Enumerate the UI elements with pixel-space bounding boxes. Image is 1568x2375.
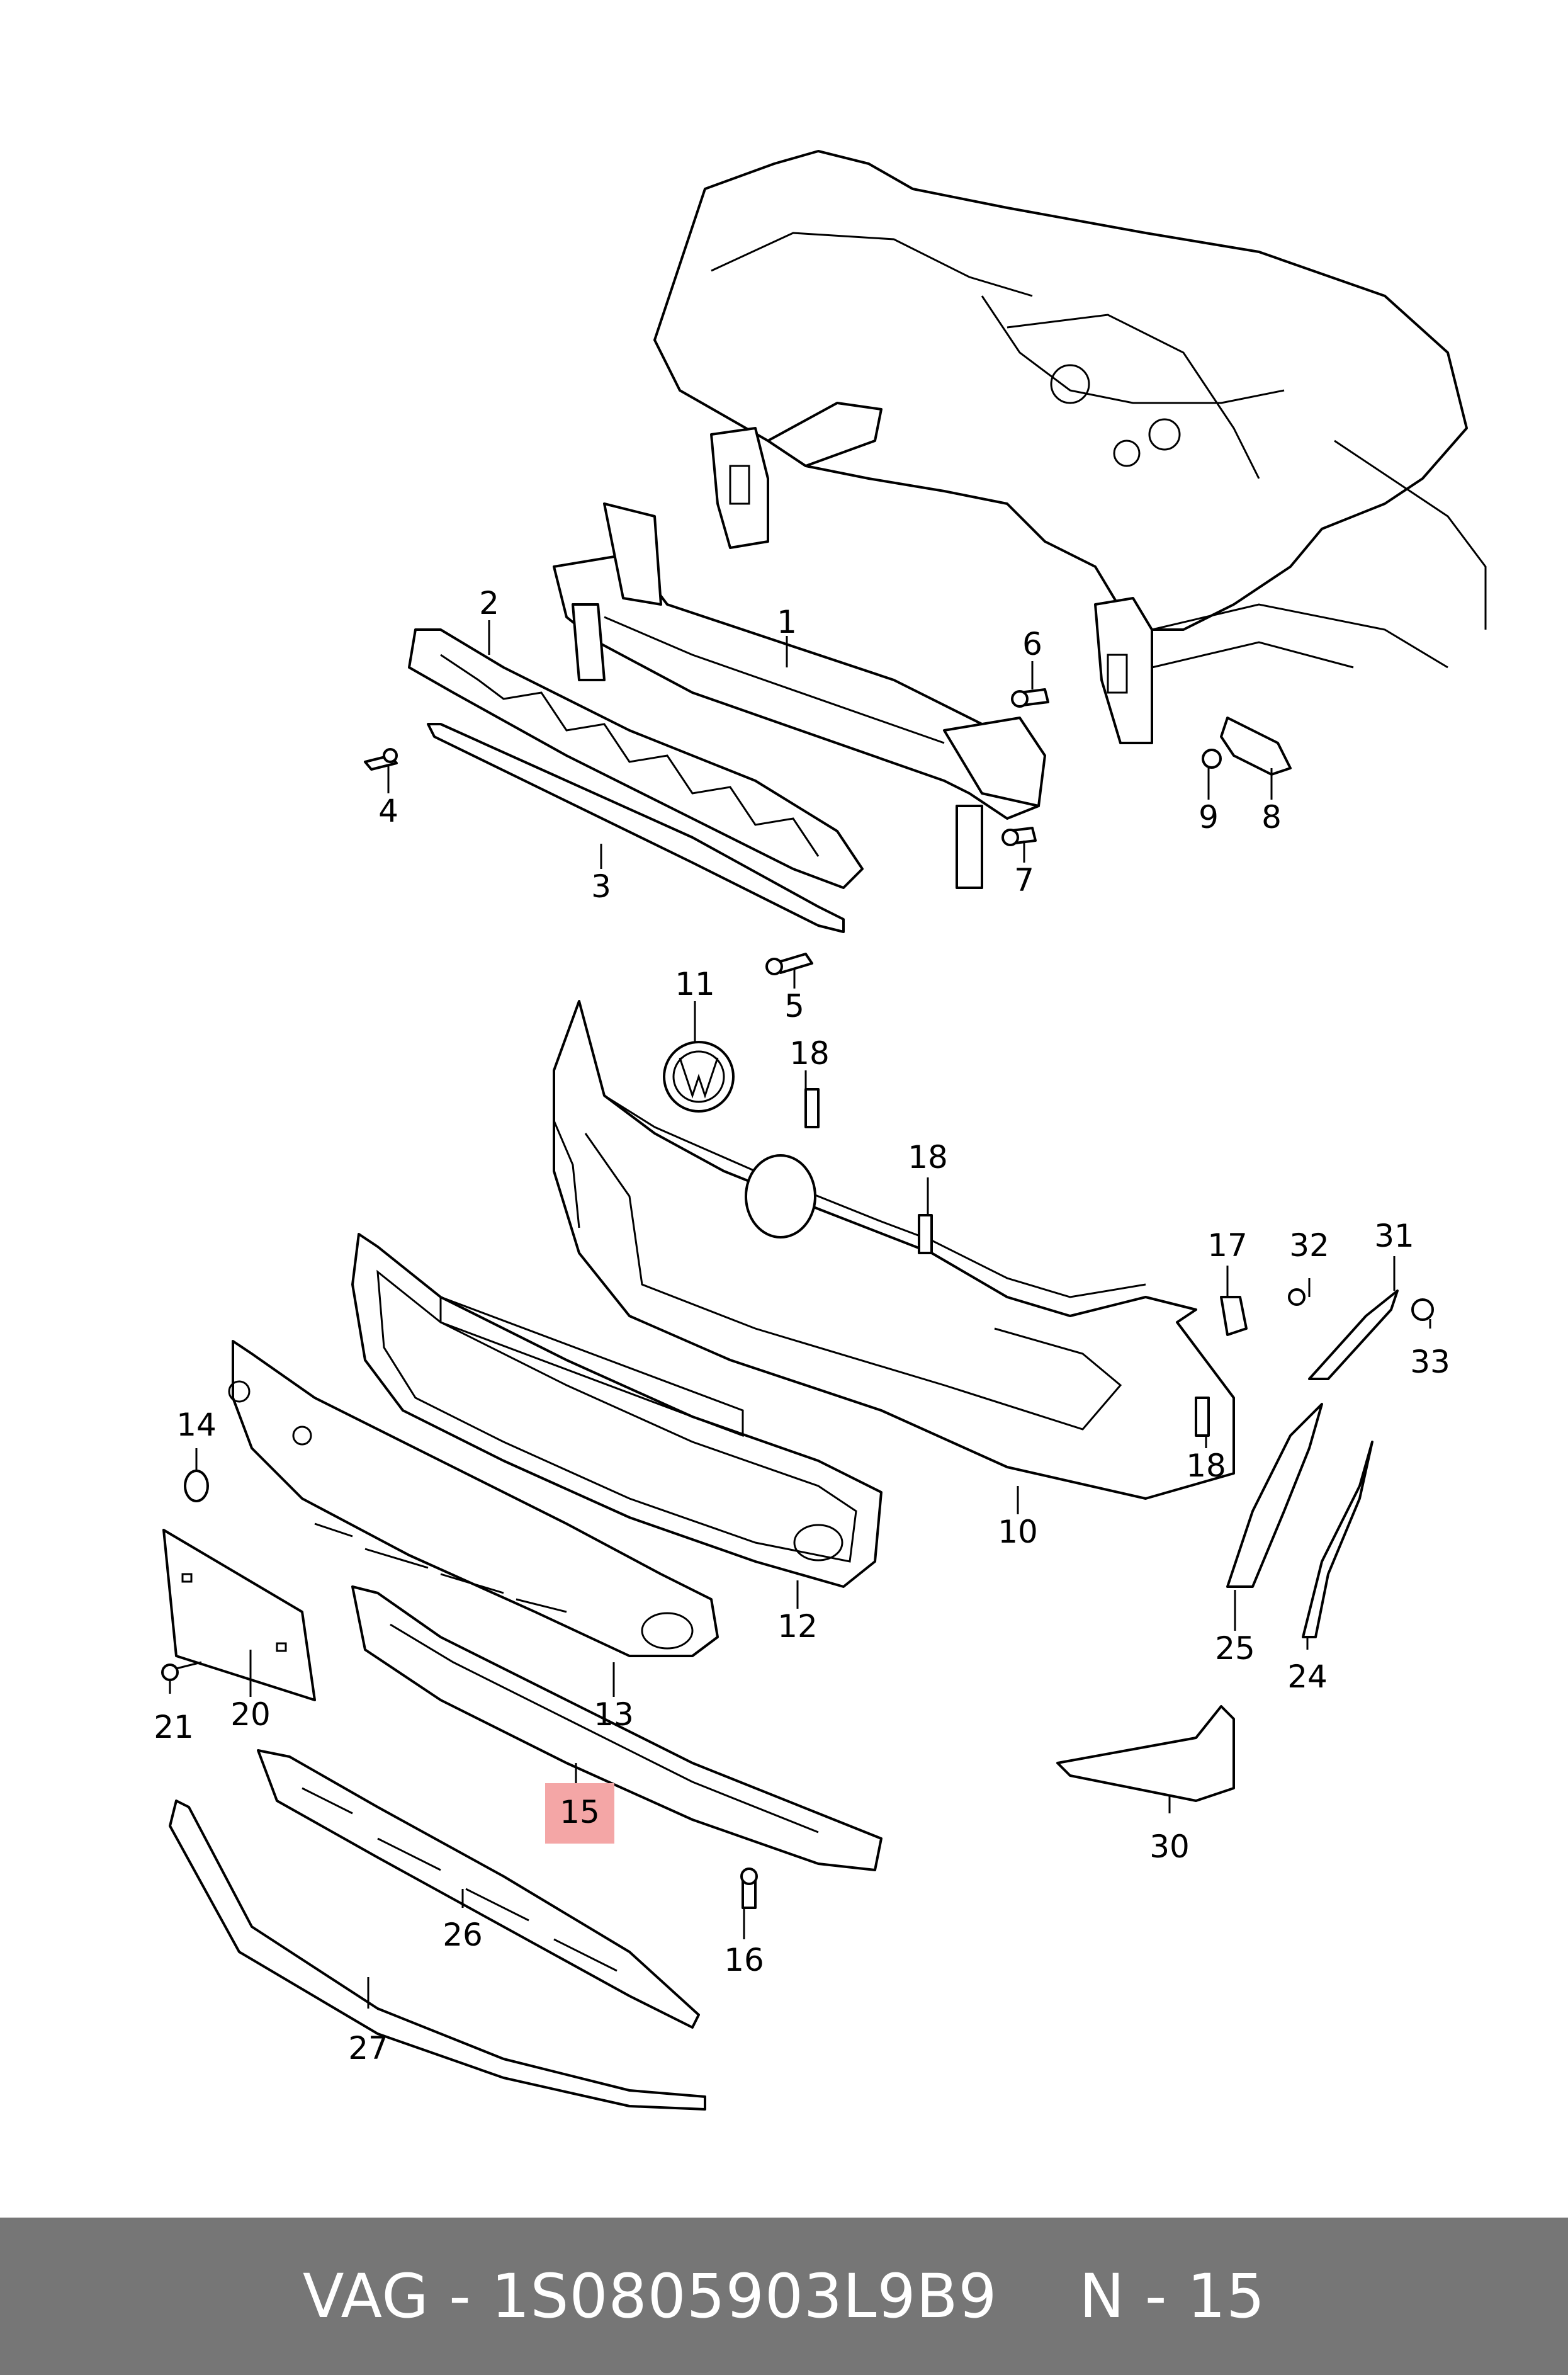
callout-31: 31 — [1374, 1218, 1414, 1254]
callout-2: 2 — [479, 585, 499, 621]
callout-12: 12 — [777, 1608, 818, 1645]
callout-20: 20 — [230, 1696, 271, 1733]
parts-diagram: 1 2 3 4 5 6 7 8 9 10 11 12 13 14 15 16 1… — [154, 150, 1487, 2111]
callout-8: 8 — [1261, 799, 1282, 836]
part-2-absorber — [408, 628, 864, 889]
footer-part-number: VAG - 1S0805903L9B9 — [302, 2261, 998, 2332]
part-21-screw — [161, 1661, 202, 1681]
part-13-lower-panel — [228, 1340, 719, 1657]
part-1-cross-member — [553, 502, 1046, 889]
callout-15-highlight — [545, 1783, 614, 1844]
footer-position: N - 15 — [1079, 2261, 1266, 2332]
callout-5: 5 — [784, 988, 804, 1024]
callout-32: 32 — [1289, 1227, 1329, 1264]
callout-10: 10 — [998, 1514, 1038, 1550]
callout-30: 30 — [1149, 1828, 1190, 1865]
callout-labels: 1 2 3 4 5 6 7 8 9 10 11 12 13 14 15 16 1… — [154, 585, 1450, 2066]
fasteners-upper — [364, 688, 1292, 975]
part-26-lower-trim — [257, 1749, 700, 2029]
callout-26: 26 — [443, 1917, 483, 1953]
callout-33: 33 — [1410, 1344, 1450, 1380]
callout-25: 25 — [1215, 1630, 1255, 1667]
part-11-emblem — [663, 1041, 816, 1239]
callout-18a: 18 — [789, 1035, 830, 1072]
footer-bar: VAG - 1S0805903L9B9 N - 15 — [0, 2218, 1568, 2375]
callout-3: 3 — [591, 868, 611, 905]
callout-14: 14 — [176, 1407, 217, 1443]
callout-18b: 18 — [908, 1139, 948, 1176]
callout-18c: 18 — [1186, 1448, 1226, 1484]
part-10-bumper-cover — [553, 1000, 1235, 1500]
part-27-bottom-strip — [169, 1800, 706, 2111]
part-14-cap — [184, 1470, 209, 1502]
callout-4: 4 — [378, 793, 398, 829]
part-3-strip — [427, 723, 845, 933]
callout-15: 15 — [560, 1794, 600, 1830]
callout-9: 9 — [1199, 799, 1219, 836]
part-12-grille — [351, 1233, 883, 1588]
callout-11: 11 — [675, 966, 715, 1002]
callout-24: 24 — [1287, 1658, 1328, 1695]
part-20-plate-holder — [162, 1529, 316, 1701]
callout-21: 21 — [154, 1709, 194, 1745]
callout-17: 17 — [1207, 1227, 1248, 1264]
body-front-structure — [653, 150, 1487, 744]
callout-16: 16 — [724, 1942, 764, 1978]
callout-13: 13 — [594, 1696, 634, 1733]
callout-27: 27 — [348, 2030, 388, 2066]
part-16-clip — [740, 1868, 758, 1909]
leader-lines — [169, 620, 1431, 2009]
side-parts — [804, 1088, 1434, 1802]
part-15-spoiler — [351, 1585, 883, 1871]
callout-6: 6 — [1022, 626, 1042, 662]
callout-1: 1 — [777, 604, 797, 640]
callout-7: 7 — [1014, 862, 1034, 898]
